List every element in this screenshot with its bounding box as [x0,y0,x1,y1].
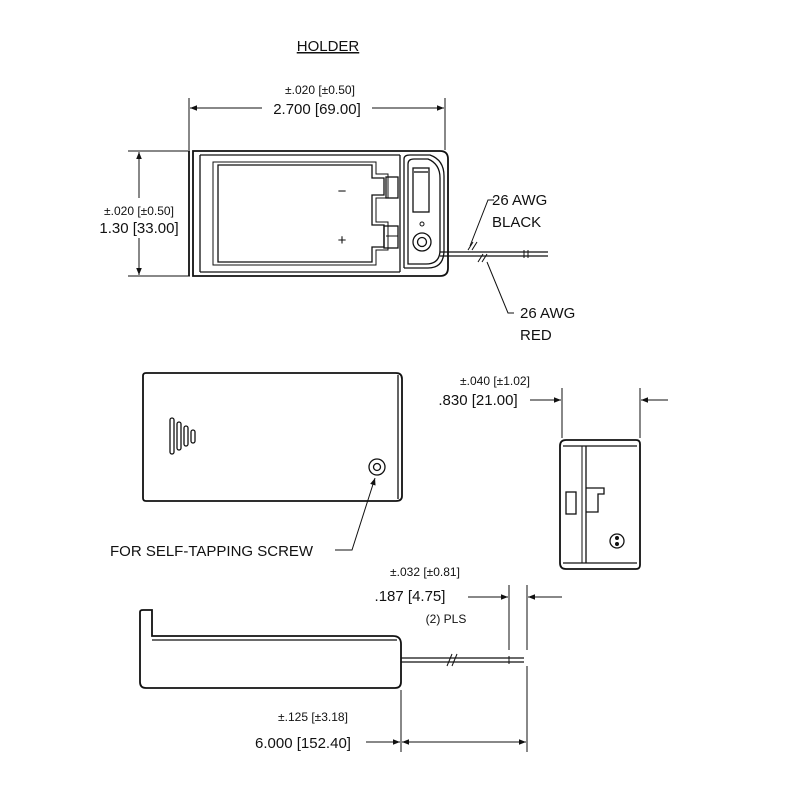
negative-snap-contact [385,176,399,199]
vent-slot [169,417,175,455]
screw-boss-inner [416,236,428,248]
screw-note: FOR SELF-TAPPING SCREW [110,543,314,560]
red-wire-leader [486,261,514,314]
vent-slots [169,417,196,455]
end-body-outline [559,439,641,570]
wire-pin [419,221,425,227]
screw-hole-outer [368,458,386,476]
side-body-outline [139,609,402,689]
red-wire-color: RED [520,327,552,344]
side-wire-break-1 [446,653,453,667]
strip-value: .187 [4.75] [375,588,446,605]
depth-tolerance: ±.040 [±1.02] [460,374,530,388]
red-wire-break-2 [481,253,488,263]
end-screw-outer [609,533,625,549]
wire-compartment [399,154,445,272]
width-value: 2.700 [69.00] [273,101,361,118]
drawing-title: HOLDER [297,38,360,55]
side-view: ±.032 [±0.81] .187 [4.75] (2) PLS ±.125 … [139,565,562,752]
black-wire-leader [469,199,494,247]
depth-value: .830 [21.00] [438,392,517,409]
end-latch-right [586,487,605,513]
screw-boss-outer [412,232,432,252]
end-view: ±.040 [±1.02] .830 [21.00] [438,374,668,570]
black-wire-gauge: 26 AWG [492,192,547,209]
vent-slot [183,425,189,447]
top-view: ±.020 [±0.50] 2.700 [69.00] ±.020 [±0.50… [99,83,575,344]
strip-tolerance: ±.032 [±0.81] [390,565,460,579]
vent-slot [190,429,196,444]
holder-body-outline [192,150,449,277]
end-screw-dot [615,542,619,546]
black-wire-color: BLACK [492,214,541,231]
width-tolerance: ±.020 [±0.50] [285,83,355,97]
battery-cavity-rim [212,161,389,266]
red-wire-break-1 [477,253,484,263]
height-tolerance: ±.020 [±0.50] [104,204,174,218]
vent-slot [176,421,182,451]
side-wire-break-2 [451,653,458,667]
red-wire-gauge: 26 AWG [520,305,575,322]
end-screw-dot [615,536,619,540]
lead-tolerance: ±.125 [±3.18] [278,710,348,724]
positive-terminal-label: + [338,232,347,249]
screw-hole-inner [372,462,382,472]
strip-quantity-note: (2) PLS [426,612,467,626]
height-value: 1.30 [33.00] [99,220,178,237]
battery-cavity [217,164,385,263]
wire-slot [412,167,430,213]
screw-note-leader [335,477,376,551]
end-latch-left [565,491,577,515]
bottom-view: FOR SELF-TAPPING SCREW [110,372,403,560]
positive-snap-contact [383,225,399,249]
bottom-body-outline [142,372,403,502]
wire-compartment-inner [407,158,441,265]
lead-value: 6.000 [152.40] [255,735,351,752]
black-wire-break-2 [471,241,478,251]
negative-terminal-label: − [338,183,347,200]
